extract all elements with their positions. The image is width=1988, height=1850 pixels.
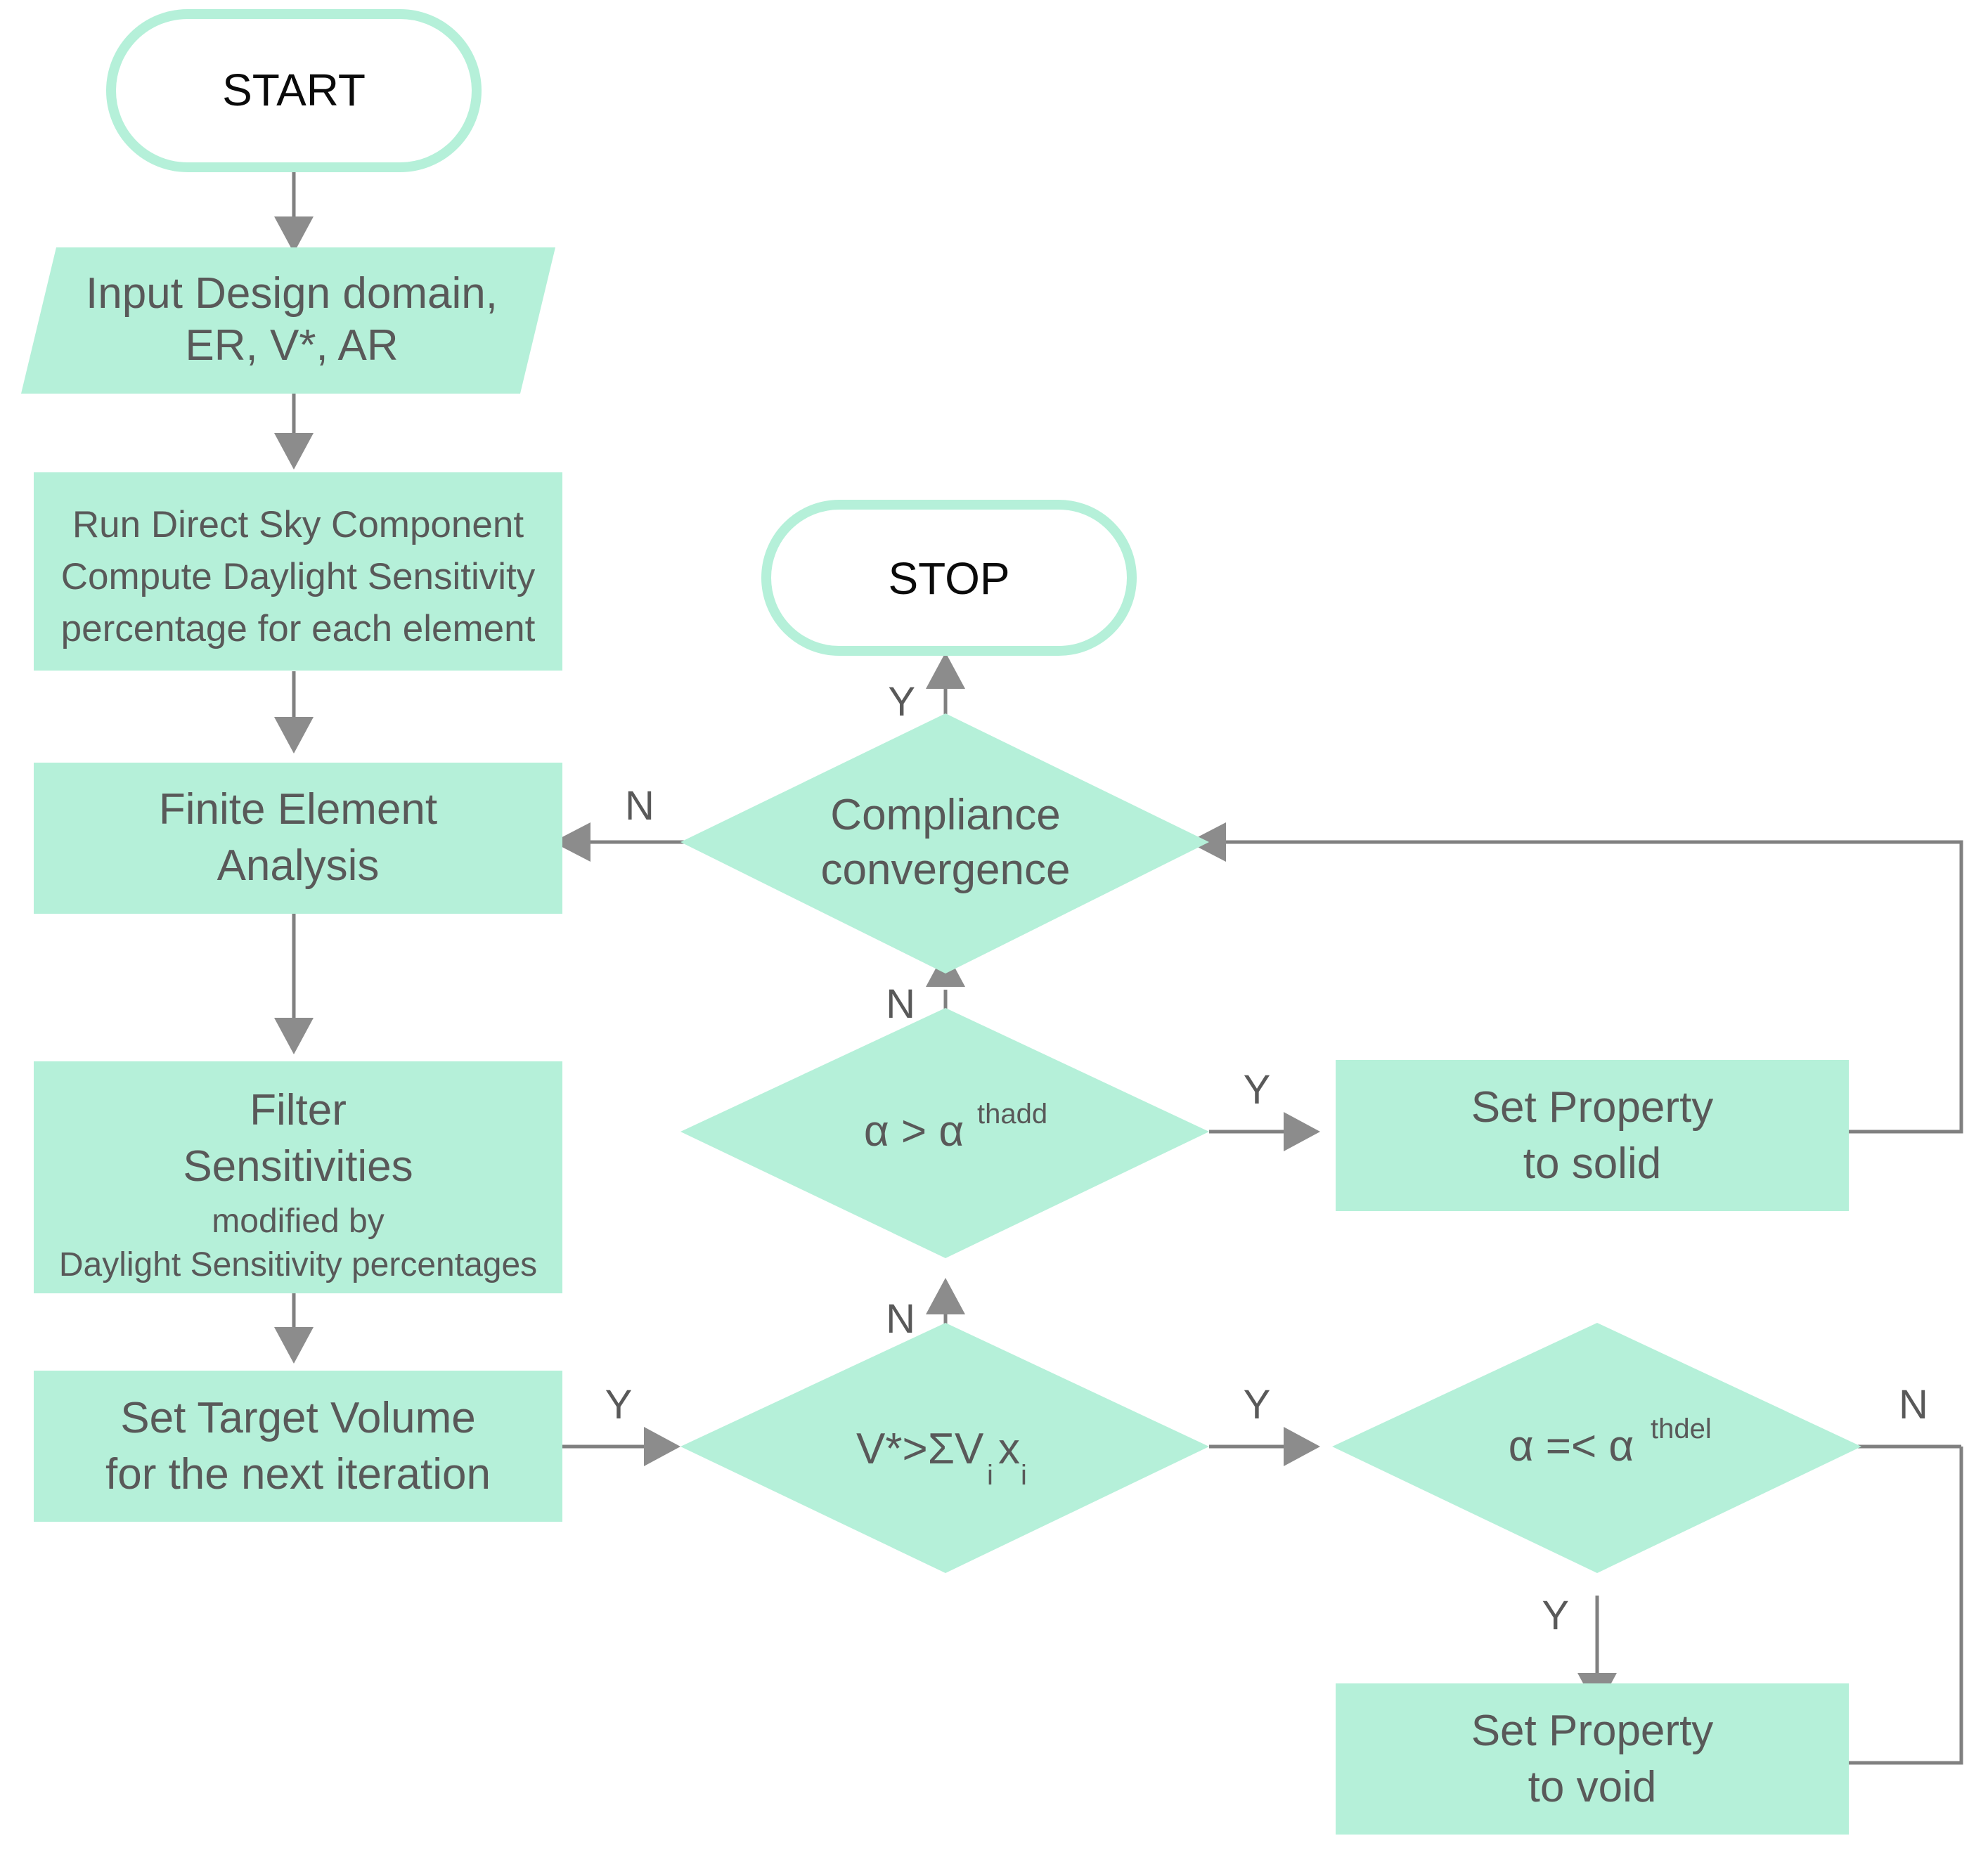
fea-label-line1: Finite Element (159, 785, 437, 834)
arrow-dsc-to-fea (274, 717, 314, 753)
connectors (274, 167, 1963, 1765)
arrow-target-to-volume (644, 1427, 680, 1466)
alpha-del-label-base: α =< α (1509, 1422, 1634, 1470)
edge-label-volume-no: N (886, 1296, 915, 1342)
node-set-target-volume[interactable]: Set Target Volume for the next iteration (34, 1371, 562, 1522)
node-direct-sky-component[interactable]: Run Direct Sky Component Compute Dayligh… (34, 472, 562, 671)
dsc-box-shape (34, 472, 562, 671)
set-solid-label-line1: Set Property (1471, 1083, 1714, 1132)
node-alpha-del-threshold[interactable]: α =< α thdel (1332, 1323, 1861, 1573)
compliance-label-line1: Compliance (830, 791, 1060, 839)
node-start[interactable]: START (106, 9, 482, 172)
filter-label-line1: Filter (250, 1086, 347, 1134)
node-set-property-void[interactable]: Set Property to void (1336, 1683, 1849, 1835)
edge-void-back-to-rail (1849, 1447, 1963, 1765)
set-solid-label-line2: to solid (1523, 1139, 1661, 1188)
dsc-label-line1: Run Direct Sky Component (72, 504, 524, 545)
arrow-input-to-dsc (274, 433, 314, 470)
volume-check-diamond-shape (680, 1323, 1209, 1573)
edge-solid-back-to-compliance (1209, 840, 1963, 1134)
edge-label-alphadel-yes: Y (1542, 1593, 1569, 1638)
set-void-label-line1: Set Property (1471, 1707, 1714, 1755)
node-stop[interactable]: STOP (761, 500, 1137, 656)
node-input[interactable]: Input Design domain, ER, V*, AR (21, 247, 555, 394)
filter-label-line2: Sensitivities (183, 1142, 413, 1191)
alpha-add-diamond-shape (680, 1008, 1209, 1258)
dsc-label-line3: percentage for each element (61, 608, 536, 649)
volume-check-label-base: V*>ΣV (856, 1425, 984, 1473)
fea-box-shape (34, 763, 562, 914)
start-label: START (222, 65, 366, 115)
volume-check-label-sub1: i (987, 1460, 993, 1491)
filter-label-line4: Daylight Sensitivity percentages (59, 1246, 537, 1283)
start-capsule-shape (106, 9, 482, 172)
edge-labels: Y N N Y N Y Y N Y (605, 679, 1928, 1638)
arrow-volume-no-to-alphaadd (926, 1278, 965, 1314)
input-label-line2: ER, V*, AR (185, 321, 398, 370)
volume-check-label-sub2: i (1021, 1460, 1027, 1491)
alpha-add-label-base: α > α (864, 1107, 964, 1156)
stop-label: STOP (888, 553, 1009, 604)
node-compliance-convergence[interactable]: Compliance convergence (680, 713, 1209, 973)
node-filter-sensitivities[interactable]: Filter Sensitivities modified by Dayligh… (34, 1061, 562, 1293)
edge-label-volume-yes-in: Y (605, 1382, 633, 1428)
arrow-start-to-input (274, 216, 314, 253)
arrow-volume-yes-to-alphadel (1284, 1427, 1320, 1466)
stop-capsule-shape (761, 500, 1137, 656)
arrow-alphaadd-yes-to-solid (1284, 1112, 1320, 1151)
set-solid-box-shape (1336, 1060, 1849, 1211)
edge-label-alphaadd-no: N (886, 981, 915, 1027)
filter-box-shape (34, 1061, 562, 1293)
node-finite-element-analysis[interactable]: Finite Element Analysis (34, 763, 562, 914)
edge-label-compliance-no: N (625, 783, 654, 829)
fea-label-line2: Analysis (217, 841, 380, 890)
arrow-filter-to-target (274, 1327, 314, 1364)
node-volume-check[interactable]: V*>ΣV i x i (680, 1323, 1209, 1573)
edge-label-alphaadd-yes: Y (1244, 1067, 1271, 1113)
edge-label-compliance-yes: Y (888, 679, 915, 725)
input-parallelogram-shape (21, 247, 555, 394)
alpha-add-label-superscript: thadd (977, 1099, 1047, 1130)
target-volume-label-line2: for the next iteration (105, 1450, 491, 1499)
compliance-label-line2: convergence (820, 846, 1070, 894)
compliance-diamond-shape (680, 713, 1209, 973)
edge-label-volume-yes-out: Y (1244, 1382, 1271, 1428)
arrow-compliance-no-to-fea (553, 822, 590, 862)
target-volume-label-line1: Set Target Volume (120, 1394, 476, 1442)
set-void-label-line2: to void (1528, 1763, 1657, 1811)
alpha-del-diamond-shape (1332, 1323, 1861, 1573)
filter-label-line3: modified by (212, 1203, 384, 1240)
set-void-box-shape (1336, 1683, 1849, 1835)
alpha-del-label-superscript: thdel (1651, 1414, 1712, 1444)
dsc-label-line2: Compute Daylight Sensitivity (61, 556, 536, 597)
arrow-fea-to-filter (274, 1018, 314, 1054)
node-alpha-add-threshold[interactable]: α > α thadd (680, 1008, 1209, 1258)
node-set-property-solid[interactable]: Set Property to solid (1336, 1060, 1849, 1211)
target-volume-box-shape (34, 1371, 562, 1522)
edge-label-alphadel-no: N (1899, 1382, 1928, 1428)
volume-check-label-mid: x (998, 1425, 1020, 1473)
input-label-line1: Input Design domain, (86, 269, 498, 318)
arrow-compliance-yes-to-stop (926, 652, 965, 689)
